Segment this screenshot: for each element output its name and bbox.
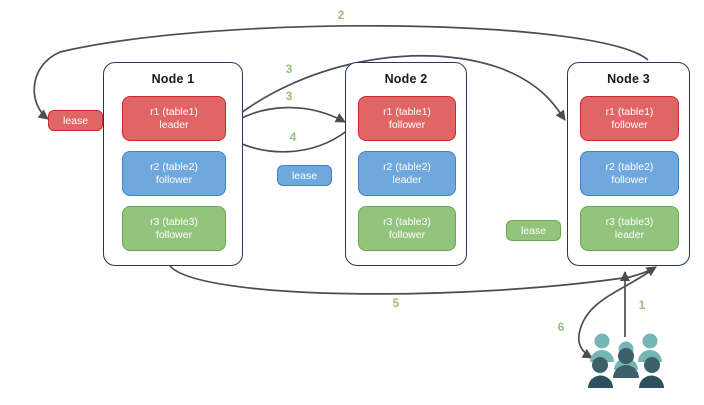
node-2-replica-r1[interactable]: r1 (table1) follower [358, 96, 456, 141]
node-3-replica-r2-name: r2 (table2) [605, 160, 654, 173]
node-2-replica-r1-name: r1 (table1) [383, 105, 431, 118]
node-3-title: Node 3 [607, 72, 650, 86]
node-2-replica-r2[interactable]: r2 (table2) leader [358, 151, 456, 196]
node-2-replica-r3[interactable]: r3 (table3) follower [358, 206, 456, 251]
node-1-replica-r2[interactable]: r2 (table2) follower [122, 151, 226, 196]
node-1[interactable]: Node 1 r1 (table1) leader r2 (table2) fo… [103, 62, 243, 266]
node-3-replica-r1-role: follower [611, 118, 648, 131]
node-2-replica-r1-role: follower [388, 118, 426, 131]
node-2-replica-r3-role: follower [388, 228, 426, 241]
node-1-replica-r1-role: leader [159, 118, 189, 131]
step-label-6: 6 [557, 320, 565, 334]
node-2-replica-r2-role: leader [392, 173, 422, 186]
node-3-replica-r3[interactable]: r3 (table3) leader [580, 206, 679, 251]
node-2[interactable]: Node 2 r1 (table1) follower r2 (table2) … [345, 62, 467, 266]
node-2-replica-r3-name: r3 (table3) [383, 215, 431, 228]
node-3-replica-r1-name: r1 (table1) [605, 105, 654, 118]
node-1-replica-r2-role: follower [155, 173, 193, 186]
node-1-replica-r2-name: r2 (table2) [150, 160, 198, 173]
node-1-replica-r1[interactable]: r1 (table1) leader [122, 96, 226, 141]
step-label-4: 4 [289, 130, 297, 144]
node-2-replica-r2-name: r2 (table2) [383, 160, 431, 173]
lease-badge-table3[interactable]: lease [506, 220, 561, 241]
step-label-5: 5 [392, 296, 400, 310]
step-label-3-node2: 3 [285, 89, 293, 103]
step-label-2: 2 [337, 8, 345, 22]
step-label-1: 1 [638, 298, 646, 312]
node-3-replica-r3-name: r3 (table3) [605, 215, 654, 228]
node-3-replica-r2-role: follower [611, 173, 648, 186]
node-3-replica-r3-role: leader [614, 228, 645, 241]
node-1-replica-r3-role: follower [155, 228, 193, 241]
node-1-replica-r3[interactable]: r3 (table3) follower [122, 206, 226, 251]
node-3-replica-r2[interactable]: r2 (table2) follower [580, 151, 679, 196]
node-1-replica-r1-name: r1 (table1) [150, 105, 198, 118]
lease-badge-table2[interactable]: lease [277, 165, 332, 186]
node-2-title: Node 2 [384, 72, 428, 86]
node-3-replica-r1[interactable]: r1 (table1) follower [580, 96, 679, 141]
edge-step-5 [169, 265, 657, 295]
node-1-title: Node 1 [151, 72, 195, 86]
users-group-icon [588, 333, 664, 388]
node-3[interactable]: Node 3 r1 (table1) follower r2 (table2) … [567, 62, 690, 266]
step-label-3-node3: 3 [285, 62, 293, 76]
lease-badge-table1[interactable]: lease [48, 110, 103, 131]
node-1-replica-r3-name: r3 (table3) [150, 215, 198, 228]
